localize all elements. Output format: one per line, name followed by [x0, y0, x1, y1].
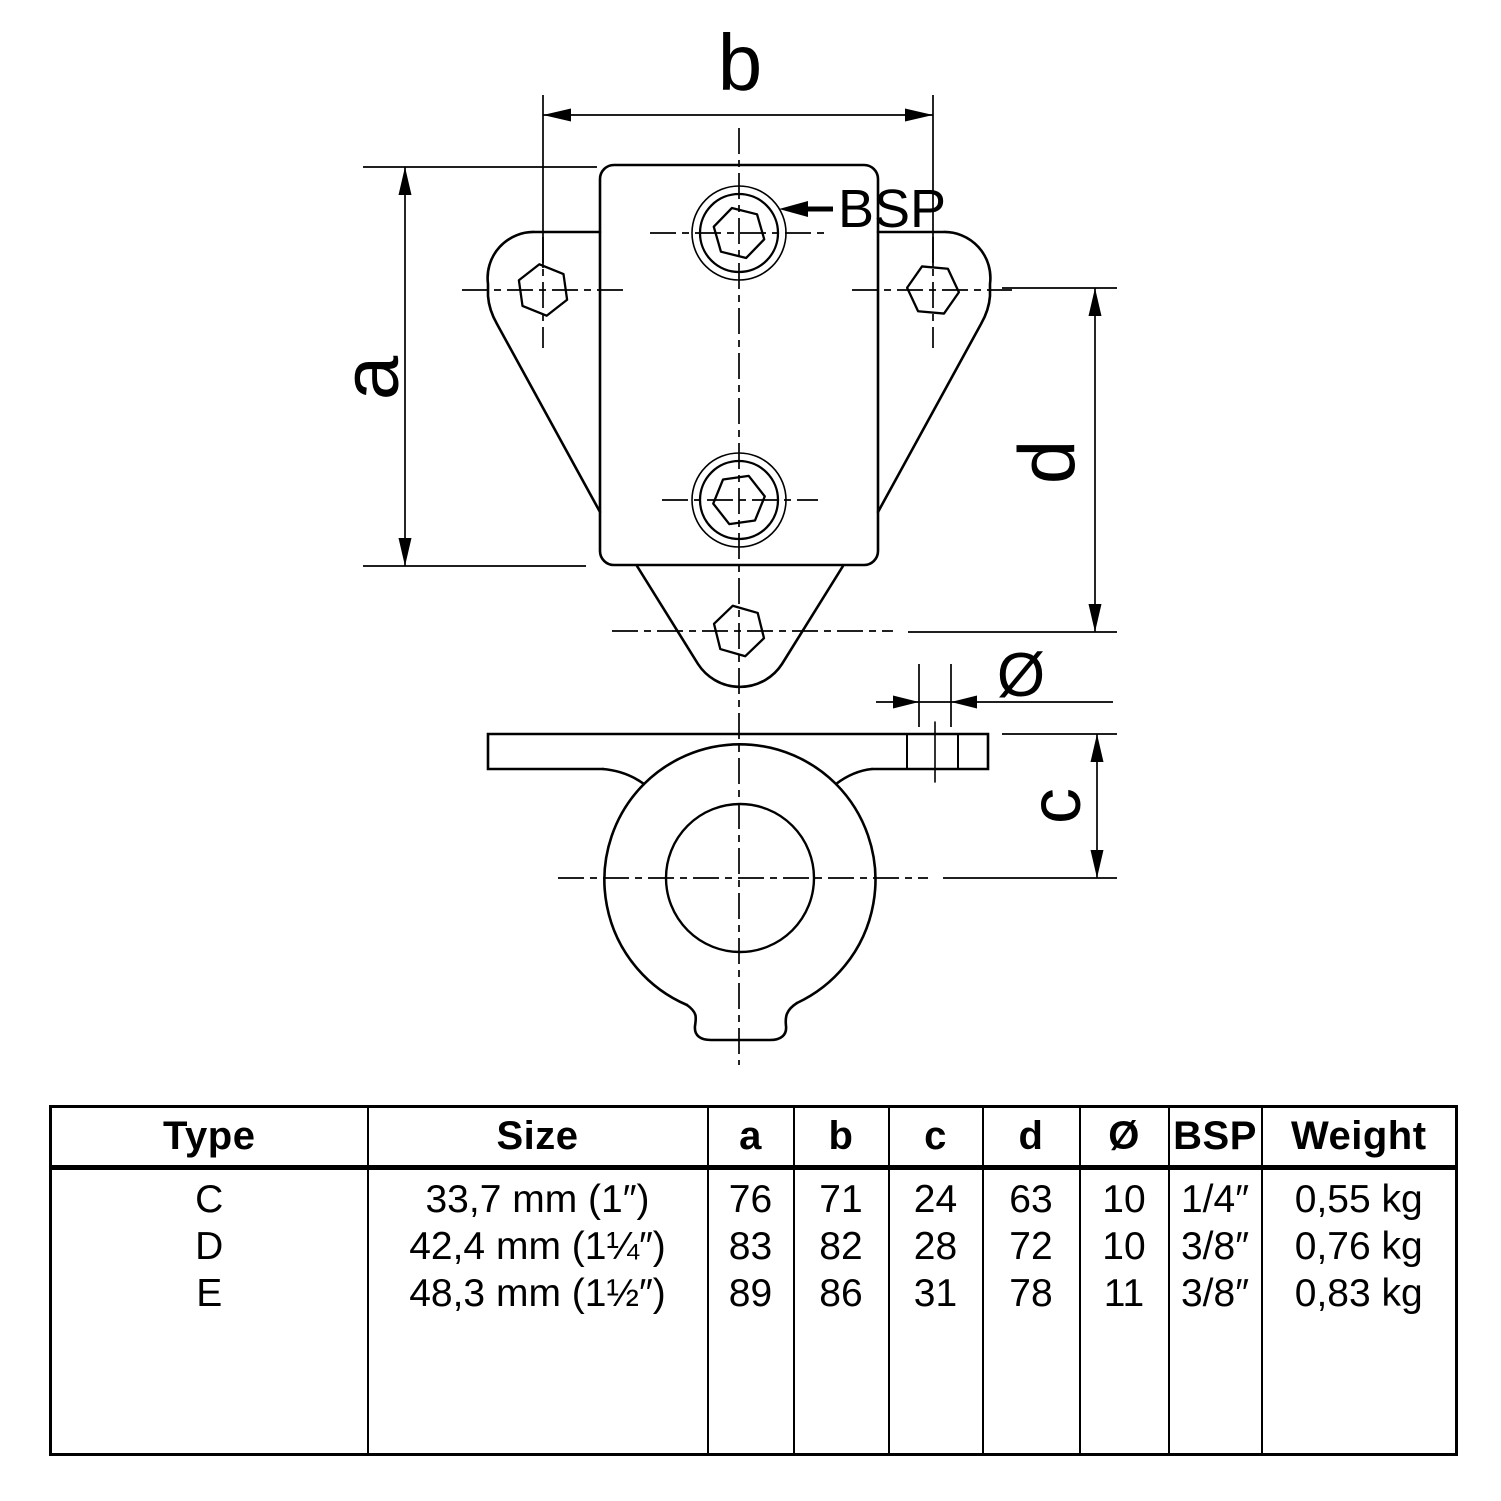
cell-b: 86 [792, 1270, 889, 1318]
side-plate [486, 732, 990, 771]
col-header-c: c [887, 1106, 983, 1170]
left-ear [486, 230, 602, 514]
cell-type: E [196, 1272, 223, 1316]
dim-d: d [908, 287, 1117, 633]
dim-a: a [326, 166, 597, 567]
cell-a: 76 [706, 1176, 794, 1224]
boss-left-arc [603, 782, 689, 1007]
cell-type: C [195, 1177, 224, 1221]
table-row: E 48,3 mm (1½″) 89 86 31 78 11 3/8″ 0,83… [51, 1270, 1457, 1318]
cell-d: 78 [981, 1270, 1080, 1318]
cell-d: 63 [981, 1176, 1080, 1224]
cell-bsp: 3/8″ [1167, 1270, 1262, 1318]
dim-c: c [943, 733, 1117, 879]
table-row: D 42,4 mm (1¼″) 83 82 28 72 10 3/8″ 0,76… [51, 1223, 1457, 1271]
cell-diameter: 10 [1078, 1223, 1169, 1271]
cell-a: 89 [706, 1270, 794, 1318]
bottom-tab [685, 1001, 799, 1042]
dim-c-label: c [1016, 788, 1096, 824]
cell-diameter: 11 [1078, 1270, 1169, 1318]
cell-c: 28 [887, 1223, 983, 1271]
cell-a: 83 [706, 1223, 794, 1271]
col-header-bsp: BSP [1167, 1106, 1262, 1170]
dim-b-label: b [718, 18, 763, 107]
col-header-a: a [706, 1106, 794, 1170]
col-header-weight: Weight [1260, 1106, 1457, 1170]
cell-weight: 0,55 kg [1260, 1176, 1457, 1224]
boss-top-arc [601, 743, 874, 786]
dim-diameter-label: Ø [997, 641, 1045, 710]
col-header-type: Type [50, 1106, 368, 1170]
plate-hole-lines [906, 733, 959, 770]
dim-b: b [542, 18, 934, 268]
col-header-d: d [981, 1106, 1080, 1170]
cell-size: 33,7 mm (1″) [366, 1176, 708, 1224]
centerlines [462, 128, 1012, 1065]
spec-table: Type Size a b c d Ø BSP Weight C 33,7 mm… [49, 1105, 1458, 1456]
col-header-b: b [792, 1106, 889, 1170]
cell-size: 48,3 mm (1½″) [366, 1270, 708, 1318]
cell-c: 31 [887, 1270, 983, 1318]
dim-d-label: d [1003, 440, 1092, 485]
bottom-ear [635, 564, 845, 689]
col-header-diameter: Ø [1078, 1106, 1169, 1170]
cell-bsp: 3/8″ [1167, 1223, 1262, 1271]
col-header-size: Size [366, 1106, 708, 1170]
side-view [486, 721, 990, 1042]
cell-b: 71 [792, 1176, 889, 1224]
table-header-row: Type Size a b c d Ø BSP Weight [50, 1106, 1457, 1170]
cell-diameter: 10 [1078, 1176, 1169, 1224]
spacer-row [51, 1167, 1457, 1177]
dim-diameter: Ø [876, 641, 1113, 727]
cell-d: 72 [981, 1223, 1080, 1271]
filler-row [51, 1317, 1457, 1455]
right-ear [876, 230, 992, 514]
boss-right-arc [795, 782, 877, 1005]
cell-weight: 0,76 kg [1260, 1223, 1457, 1271]
cell-type: D [195, 1224, 224, 1268]
table-row: C 33,7 mm (1″) 76 71 24 63 10 1/4″ 0,55 … [51, 1176, 1457, 1224]
cell-b: 82 [792, 1223, 889, 1271]
cell-c: 24 [887, 1176, 983, 1224]
bsp-callout-label: BSP [838, 179, 946, 239]
cell-bsp: 1/4″ [1167, 1176, 1262, 1224]
bsp-callout: BSP [779, 179, 946, 239]
cell-weight: 0,83 kg [1260, 1270, 1457, 1318]
cell-size: 42,4 mm (1¼″) [366, 1223, 708, 1271]
dimensions: b a d Ø c [326, 18, 1117, 879]
dim-a-label: a [326, 355, 415, 400]
